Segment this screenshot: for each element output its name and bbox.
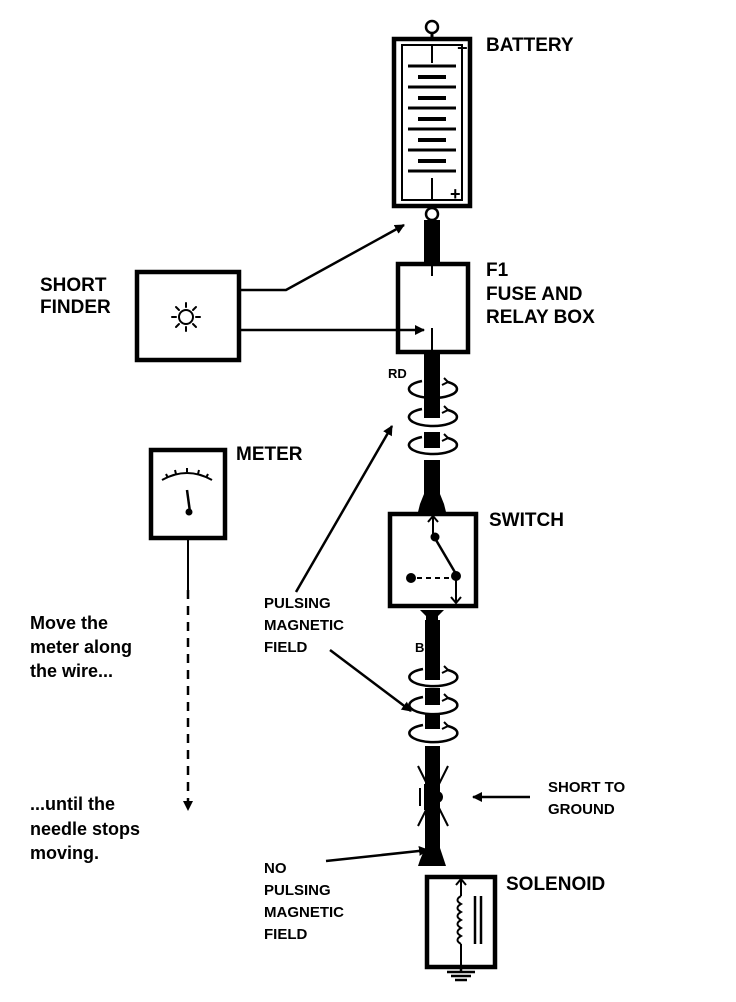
meter: [148, 447, 228, 541]
solenoid-ground-icon: [447, 966, 475, 982]
wire-rd-label: RD: [388, 366, 407, 381]
move-meter-text-line3: the wire...: [30, 661, 113, 681]
fuse-label-line2: FUSE AND: [486, 284, 582, 305]
no-pulsing-field-line1: NO: [264, 860, 287, 877]
short-finder-label-line2: FINDER: [40, 297, 111, 318]
lead-to-battery-positive: [239, 223, 405, 292]
pulsing-field-arrow-up: [294, 425, 394, 593]
pulsing-field-arrow-down: [329, 649, 412, 712]
sun-icon: [171, 302, 201, 332]
battery-positive-terminal: [424, 206, 440, 222]
no-pulsing-field-line4: FIELD: [264, 926, 307, 943]
until-needle-text-line1: ...until the: [30, 794, 115, 814]
move-meter-text-line2: meter along: [30, 637, 132, 657]
battery: − +: [391, 19, 473, 222]
no-pulsing-field-line2: PULSING: [264, 882, 331, 899]
move-meter-text-line1: Move the: [30, 613, 108, 633]
fuse-label-line3: RELAY BOX: [486, 307, 595, 328]
battery-minus-sign: −: [457, 38, 468, 58]
no-pulsing-field-arrow: [325, 845, 429, 863]
short-finder-box: [134, 269, 242, 363]
solenoid: [424, 874, 498, 982]
pulsing-field-line3: FIELD: [264, 639, 307, 656]
pulsing-field-line1: PULSING: [264, 595, 331, 612]
battery-negative-terminal: [424, 19, 440, 35]
wire-bu-label: BU: [415, 640, 434, 655]
switch-label: SWITCH: [489, 510, 564, 531]
short-to-ground-line1: SHORT TO: [548, 779, 626, 796]
coil-loop-icon-rd: [407, 377, 459, 456]
meter-label: METER: [236, 444, 303, 465]
short-to-ground-line2: GROUND: [548, 801, 615, 818]
battery-label: BATTERY: [486, 35, 574, 56]
battery-inner-case: [401, 44, 463, 201]
no-pulsing-field-line3: MAGNETIC: [264, 904, 344, 921]
until-needle-text-line3: moving.: [30, 843, 99, 863]
wire-rd: [418, 352, 446, 512]
solenoid-label: SOLENOID: [506, 874, 605, 895]
gauge-icon: [161, 468, 213, 516]
fuse-relay-box: [395, 261, 471, 355]
short-finder-label-line1: SHORT: [40, 275, 107, 296]
battery-plus-sign: +: [450, 184, 461, 204]
until-needle-text-line2: needle stops: [30, 819, 140, 839]
pulsing-field-line2: MAGNETIC: [264, 617, 344, 634]
wire-battery-to-fuse: [424, 220, 440, 264]
fuse-label-line1: F1: [486, 260, 509, 281]
coil-loop-icon-bu: [408, 665, 459, 744]
switch: [387, 511, 479, 609]
short-cross-mark: [417, 765, 449, 827]
battery-cells: [408, 46, 456, 199]
